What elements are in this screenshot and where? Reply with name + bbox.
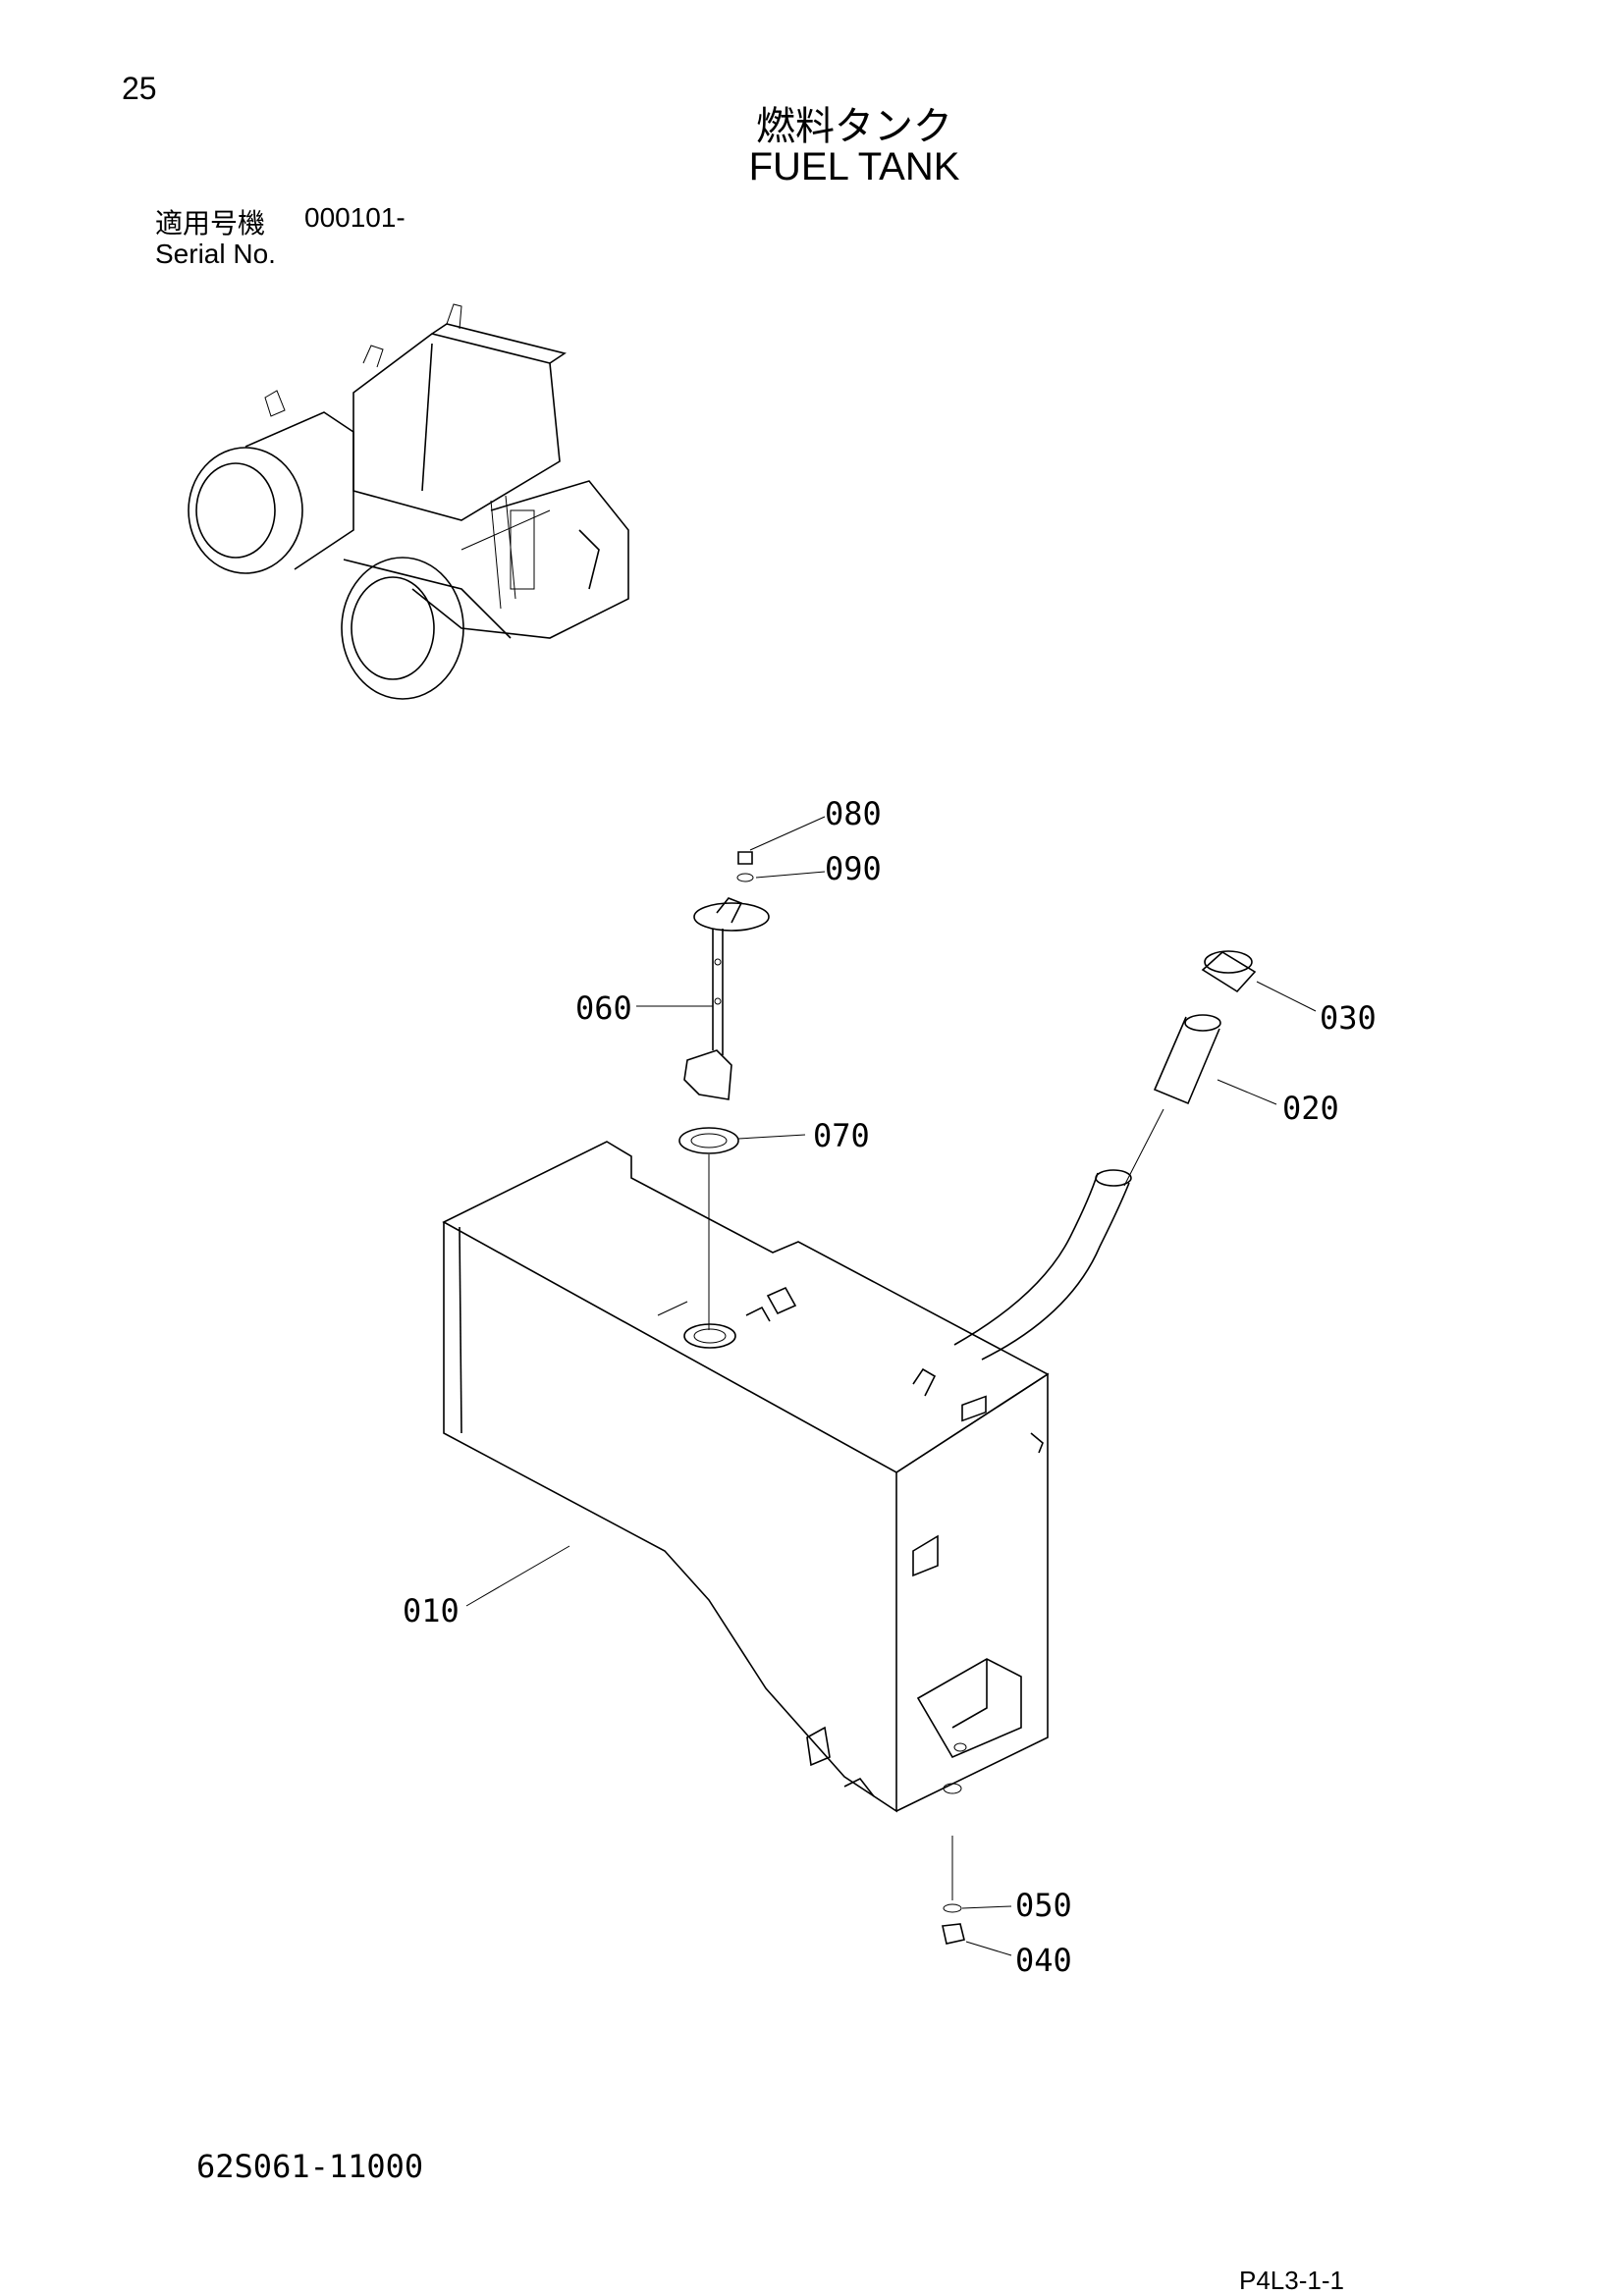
fuel-tank-illustration	[442, 816, 1317, 1956]
callout-040: 040	[1015, 1942, 1072, 1979]
callout-020: 020	[1282, 1090, 1339, 1127]
callout-010: 010	[403, 1592, 460, 1629]
callout-070: 070	[813, 1117, 870, 1154]
loader-overview-illustration	[188, 303, 629, 700]
callout-060: 060	[575, 989, 632, 1027]
page-reference: P4L3-1-1	[1239, 2266, 1344, 2295]
page-title-english: FUEL TANK	[748, 145, 960, 188]
serial-range: 000101-	[304, 202, 406, 233]
serial-label-english: Serial No.	[155, 239, 276, 269]
serial-label-japanese: 適用号機	[155, 207, 266, 240]
callout-030: 030	[1320, 999, 1377, 1037]
document-code: 62S061-11000	[196, 2148, 424, 2185]
callout-080: 080	[825, 795, 882, 832]
callout-050: 050	[1015, 1887, 1072, 1924]
page-number: 25	[122, 71, 157, 106]
page-title-japanese: 燃料タンク	[756, 104, 952, 149]
callout-090: 090	[825, 850, 882, 887]
